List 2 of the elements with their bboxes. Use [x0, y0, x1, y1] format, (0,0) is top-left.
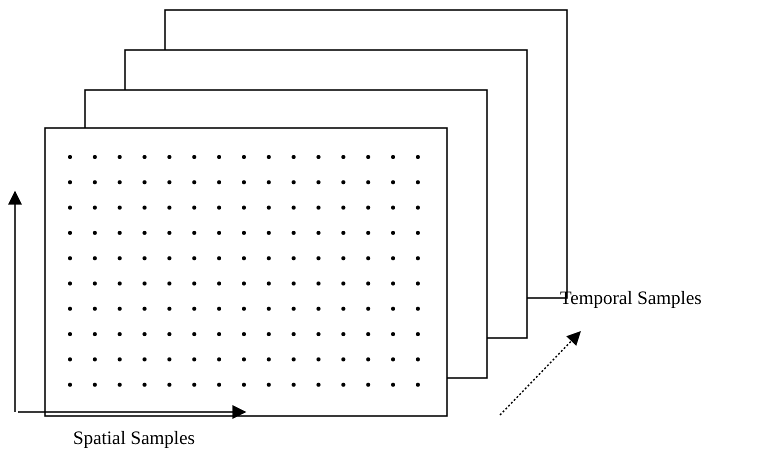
- axis-label: Temporal Samples: [560, 288, 702, 310]
- axis-label: Spatial Samples: [73, 428, 195, 450]
